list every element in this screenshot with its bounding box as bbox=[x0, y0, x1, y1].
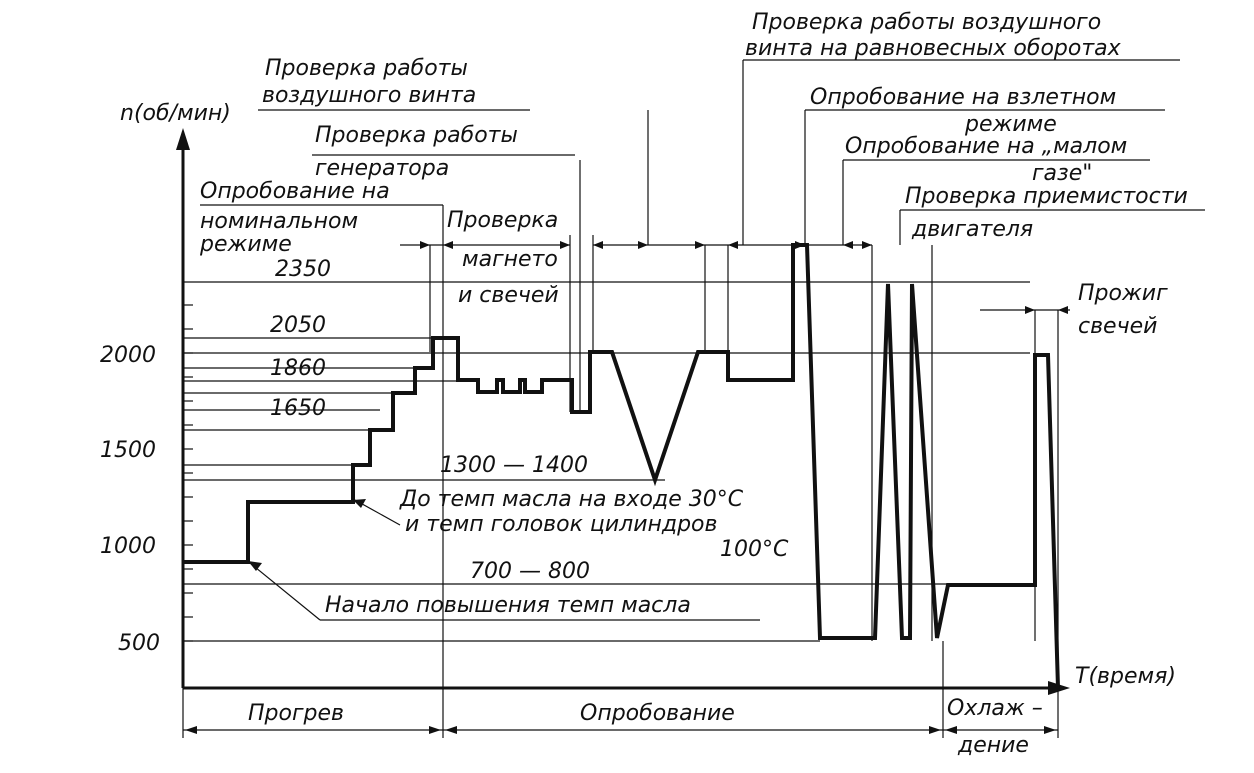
note-nominal-2: номинальном bbox=[200, 209, 358, 234]
note-eq-rpm-2: винта на равновесных оборотах bbox=[745, 36, 1122, 61]
y-tick-500: 500 bbox=[118, 631, 160, 656]
note-oil-temp-2: и темп головок цилиндров bbox=[405, 512, 717, 537]
note-magneto-3: и свечей bbox=[458, 283, 559, 308]
y-tick-1000: 1000 bbox=[100, 534, 156, 559]
note-takeoff-1: Опробование на взлетном bbox=[810, 85, 1116, 110]
level-1860: 1860 bbox=[270, 356, 326, 381]
note-magneto-1: Проверка bbox=[447, 208, 558, 233]
level-1300-1400: 1300 — 1400 bbox=[440, 453, 588, 478]
note-air-screw-1: Проверка работы bbox=[265, 56, 468, 81]
note-nominal-1: Опробование на bbox=[200, 179, 390, 204]
note-accel-2: двигателя bbox=[911, 217, 1033, 242]
note-generator-1: Проверка работы bbox=[315, 123, 518, 148]
y-axis-arrow bbox=[176, 128, 190, 150]
phase-warmup: Прогрев bbox=[248, 701, 344, 726]
rpm-curve bbox=[183, 243, 1060, 689]
phase-cooldown-2: дение bbox=[957, 733, 1029, 758]
level-2350: 2350 bbox=[275, 257, 331, 282]
note-generator-2: генератора bbox=[315, 156, 449, 181]
note-idle-2: газе" bbox=[1032, 161, 1092, 186]
oil-temp-leader bbox=[353, 499, 401, 526]
vertical-lines bbox=[429, 60, 1059, 738]
segment-arrows bbox=[400, 241, 1070, 314]
level-2050: 2050 bbox=[270, 313, 326, 338]
note-oil-rise: Начало повышения темп масла bbox=[325, 593, 691, 618]
note-magneto-2: магнето bbox=[462, 247, 558, 272]
note-accel-1: Проверка приемистости bbox=[905, 184, 1188, 209]
note-oil-temp-3: 100°С bbox=[720, 537, 789, 562]
note-plug-burn-1: Прожиг bbox=[1078, 281, 1168, 306]
leader-lines bbox=[200, 59, 1205, 211]
note-air-screw-2: воздушного винта bbox=[262, 83, 476, 108]
oil-rise-leader bbox=[248, 561, 760, 621]
note-plug-burn-2: свечей bbox=[1078, 314, 1157, 339]
note-takeoff-2: режиме bbox=[964, 112, 1057, 137]
phase-testing: Опробование bbox=[580, 701, 735, 726]
level-1650: 1650 bbox=[270, 396, 326, 421]
note-eq-rpm-1: Проверка работы воздушного bbox=[752, 10, 1101, 35]
level-700-800: 700 — 800 bbox=[470, 559, 590, 584]
guide-lines bbox=[183, 109, 1030, 642]
note-idle-1: Опробование на „малом bbox=[845, 134, 1127, 159]
y-tick-1500: 1500 bbox=[100, 438, 156, 463]
note-nominal-3: режиме bbox=[199, 232, 292, 257]
x-axis-arrow bbox=[1048, 681, 1070, 695]
phase-cooldown-1: Охлаж – bbox=[947, 696, 1043, 721]
y-axis-label: n(об/мин) bbox=[120, 101, 231, 126]
note-oil-temp-1: До темп масла на входе 30°С bbox=[399, 487, 744, 512]
y-tick-2000: 2000 bbox=[100, 343, 156, 368]
phase-band bbox=[182, 688, 1058, 738]
x-axis-label: T(время) bbox=[1075, 664, 1176, 689]
